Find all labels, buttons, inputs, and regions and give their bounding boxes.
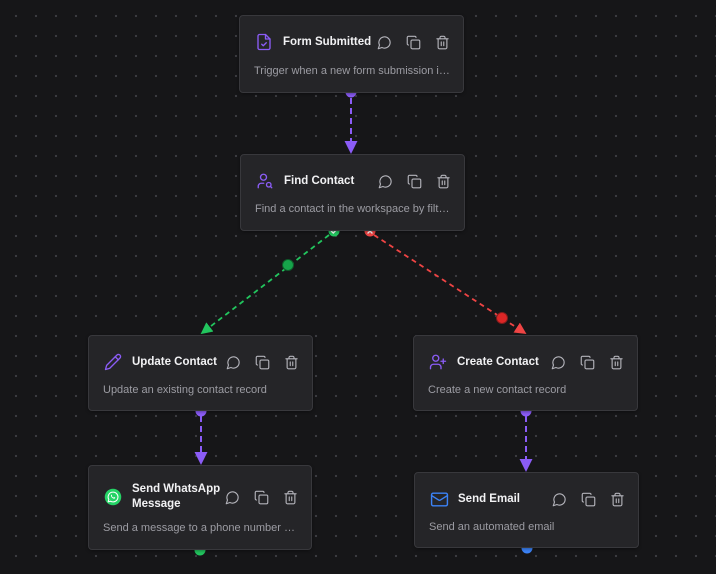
copy-icon[interactable]: [579, 490, 597, 508]
copy-icon[interactable]: [253, 353, 271, 371]
node-description: Trigger when a new form submission is re…: [254, 65, 451, 77]
comment-icon[interactable]: [376, 172, 394, 190]
comment-icon[interactable]: [550, 490, 568, 508]
node-form-submitted[interactable]: Form Submitted Trigger when a new form s…: [239, 15, 464, 93]
node-send-email[interactable]: Send Email Send an automated email: [414, 472, 639, 548]
node-title: Form Submitted: [283, 35, 372, 48]
node-create-contact[interactable]: Create Contact Create a new contact reco…: [413, 335, 638, 411]
node-actions: [223, 488, 299, 506]
node-title: Send WhatsApp Message: [132, 483, 221, 510]
node-description: Send a message to a phone number using W…: [103, 522, 299, 534]
node-actions: [375, 33, 451, 51]
node-title: Create Contact: [457, 355, 539, 368]
edge-find-to-create[interactable]: [373, 234, 527, 334]
node-title: Send Email: [458, 492, 520, 505]
node-send-whatsapp[interactable]: Send WhatsApp Message Send a message to …: [88, 465, 312, 550]
node-description: Find a contact in the workspace by filte…: [255, 203, 452, 215]
trash-icon[interactable]: [281, 488, 299, 506]
whatsapp-icon: [103, 487, 123, 507]
node-update-contact[interactable]: Update Contact Update an existing contac…: [88, 335, 313, 411]
trash-icon[interactable]: [607, 353, 625, 371]
user-search-icon: [255, 171, 275, 191]
edge-handle-failure[interactable]: [496, 312, 508, 324]
node-description: Update an existing contact record: [103, 384, 267, 396]
comment-icon[interactable]: [375, 33, 393, 51]
node-title: Find Contact: [284, 174, 355, 187]
trash-icon[interactable]: [608, 490, 626, 508]
comment-icon[interactable]: [549, 353, 567, 371]
node-actions: [549, 353, 625, 371]
node-title: Update Contact: [132, 355, 217, 368]
copy-icon[interactable]: [578, 353, 596, 371]
user-plus-icon: [428, 352, 448, 372]
trash-icon[interactable]: [433, 33, 451, 51]
node-description: Create a new contact record: [428, 384, 567, 396]
copy-icon[interactable]: [404, 33, 422, 51]
node-find-contact[interactable]: Find Contact Find a contact in the works…: [240, 154, 465, 231]
edge-find-to-update[interactable]: [200, 234, 330, 335]
pencil-icon: [103, 352, 123, 372]
edge-handle-success[interactable]: [282, 259, 294, 271]
node-actions: [376, 172, 452, 190]
trash-icon[interactable]: [434, 172, 452, 190]
comment-icon[interactable]: [224, 353, 242, 371]
comment-icon[interactable]: [223, 488, 241, 506]
node-description: Send an automated email: [429, 521, 555, 533]
node-actions: [550, 490, 626, 508]
file-check-icon: [254, 32, 274, 52]
copy-icon[interactable]: [405, 172, 423, 190]
node-actions: [224, 353, 300, 371]
copy-icon[interactable]: [252, 488, 270, 506]
trash-icon[interactable]: [282, 353, 300, 371]
mail-icon: [429, 489, 449, 509]
